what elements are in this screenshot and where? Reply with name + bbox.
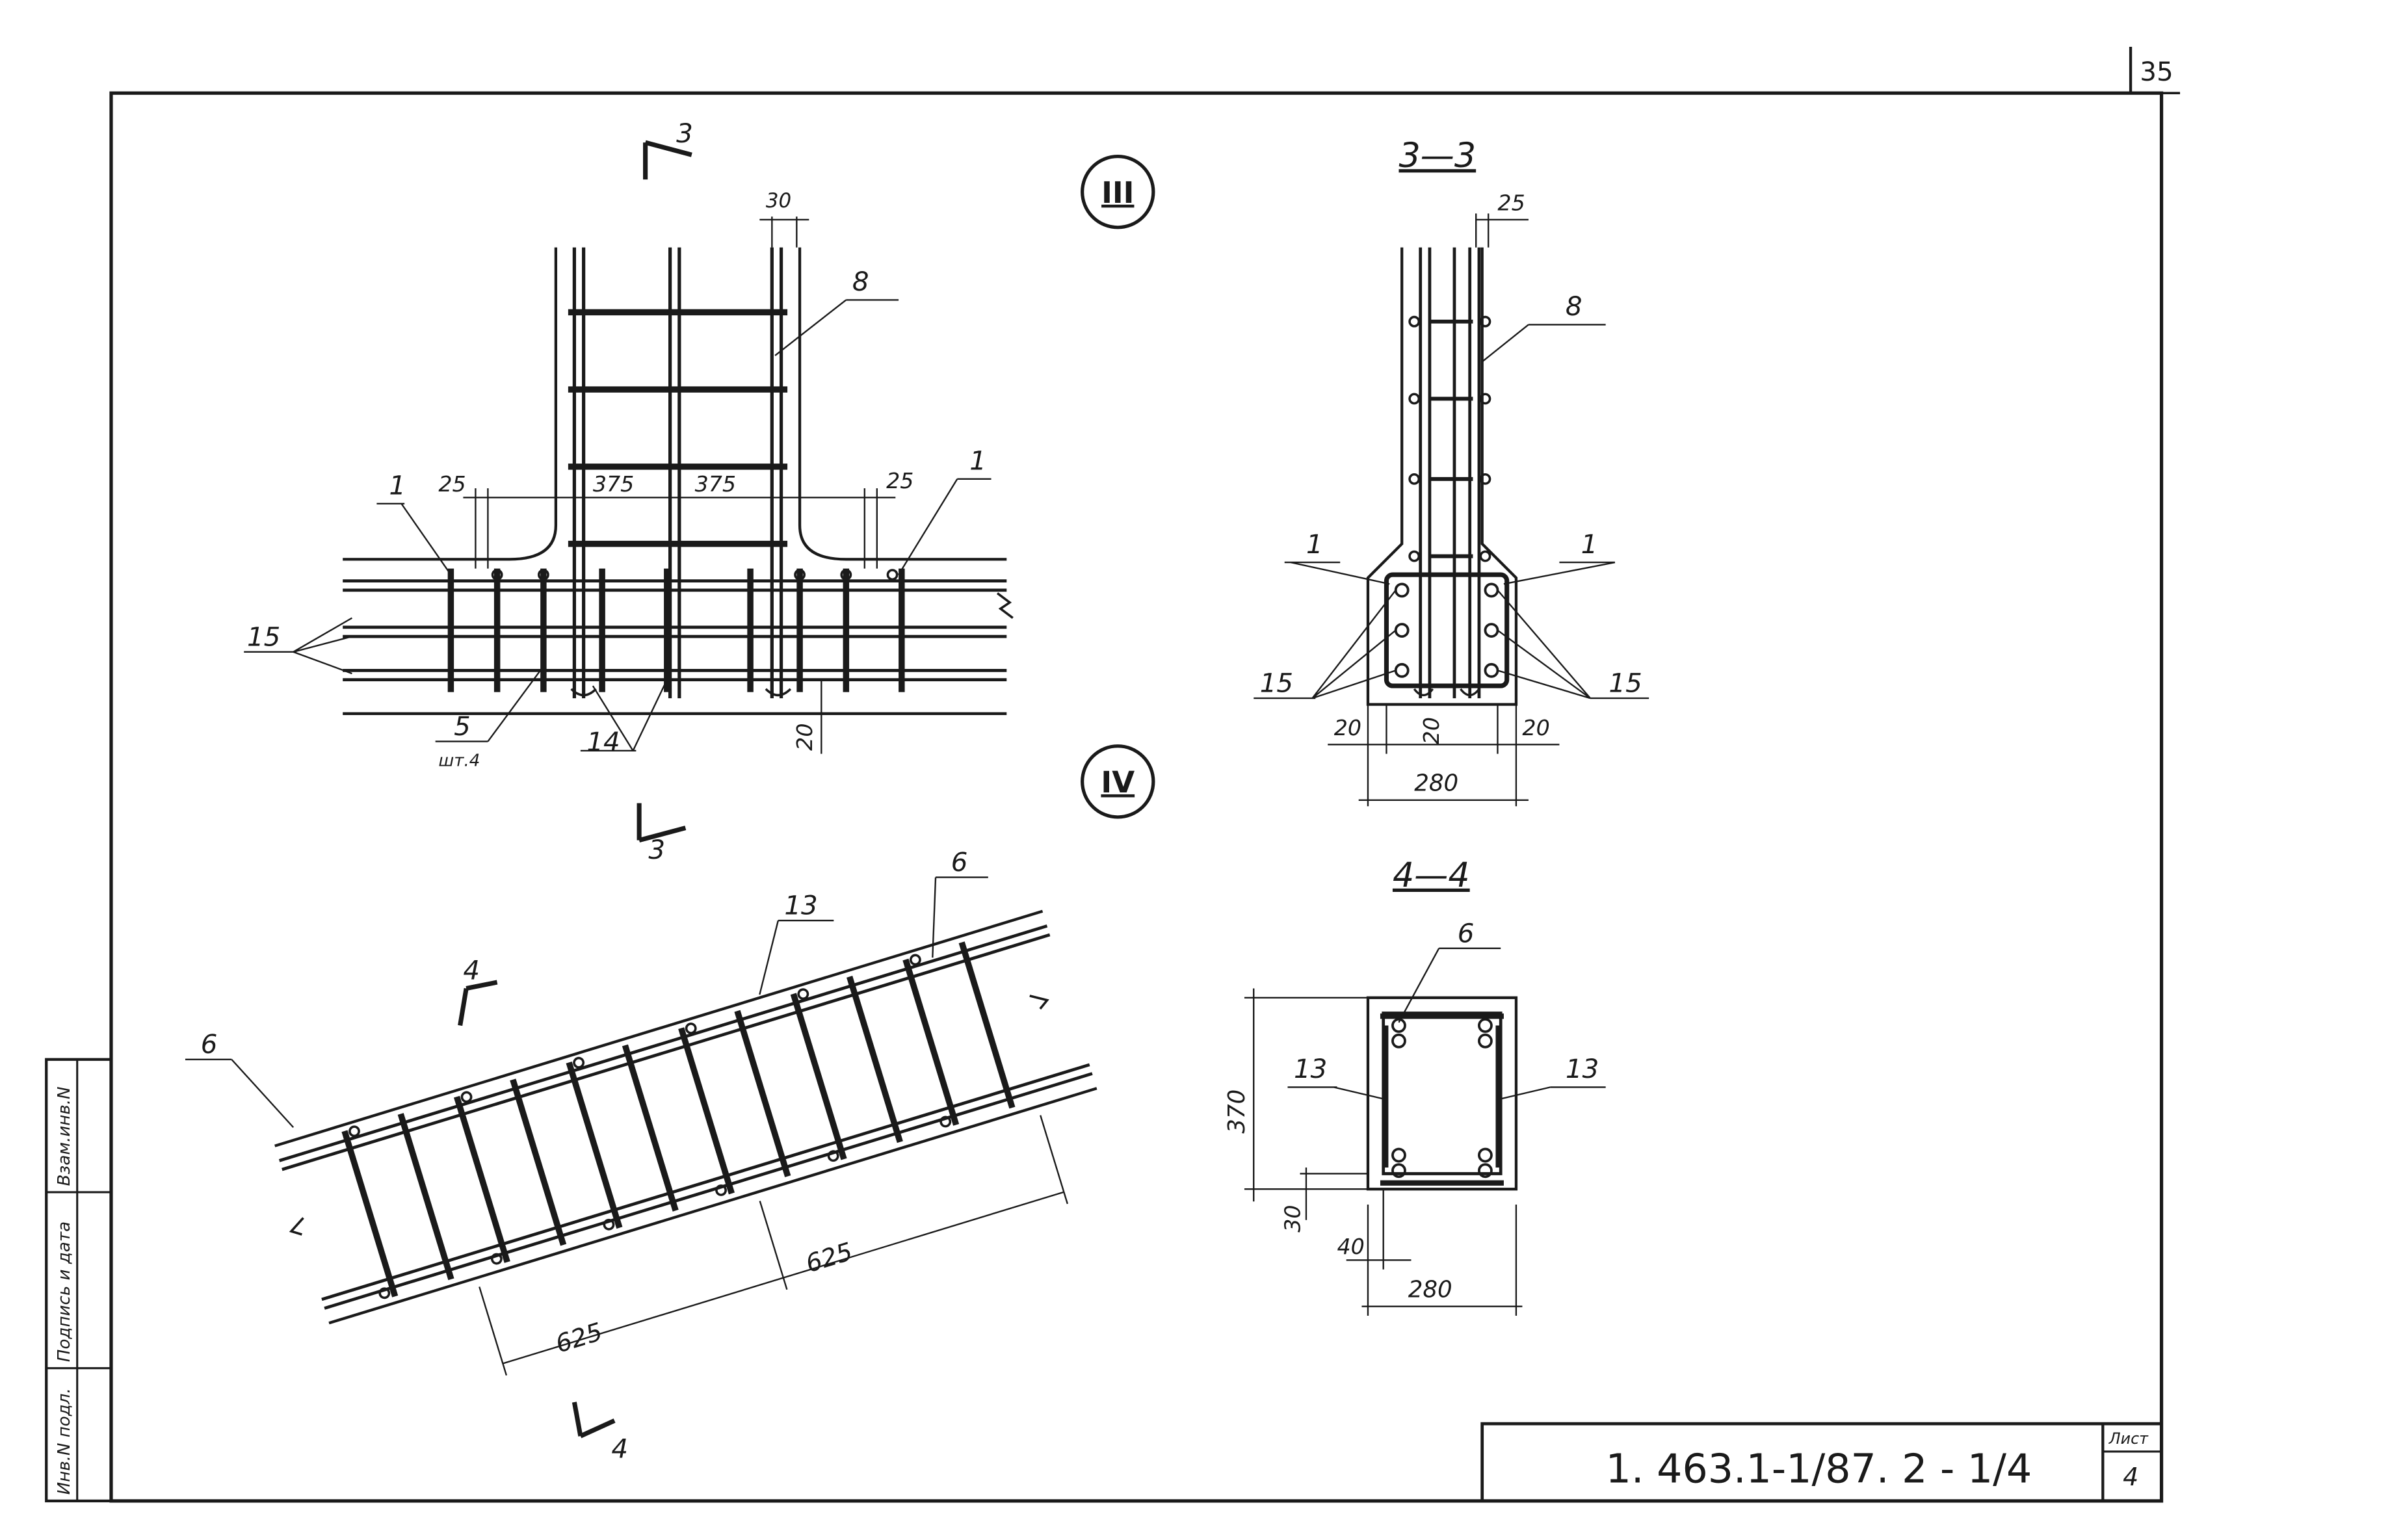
node-iii-drawing (244, 140, 1014, 842)
section-4-4-label-6: 6 (1458, 918, 1475, 948)
node-iv-marker: IV (1081, 744, 1155, 819)
stamp-cell-inventory: Инв.N подл. (55, 1388, 74, 1494)
node-iii-dim-right-cover: 25 (886, 468, 913, 493)
title-block (1480, 1422, 2162, 1501)
stamp-cell-replaced: Взам.инв.N (55, 1086, 74, 1186)
node-iv-label-6-right: 6 (951, 847, 968, 878)
document-code: 1. 463.1-1/87. 2 - 1/4 (1606, 1445, 2032, 1492)
section-3-3-label-1-left: 1 (1306, 529, 1323, 560)
node-iii-label-1-left: 1 (389, 471, 406, 501)
section-3-3-drawing (1254, 213, 1649, 807)
node-iii-label-14: 14 (586, 727, 620, 757)
side-stamp (45, 1058, 113, 1503)
node-iii-marker-label: III (1101, 176, 1134, 210)
node-iii-label-1-right: 1 (969, 446, 986, 476)
section-3-3-label-15-right: 15 (1609, 668, 1642, 699)
section-4-4-title: 4—4 (1393, 856, 1470, 895)
section-3-3-label-8: 8 (1566, 291, 1582, 322)
section-arrow-3-bottom: 3 (648, 835, 665, 865)
node-iv-label-13: 13 (784, 891, 817, 921)
page-number: 35 (2140, 57, 2173, 87)
stamp-cell-signature: Подпись и дата (55, 1221, 74, 1362)
node-iv-dim-step-right: 625 (802, 1237, 856, 1278)
node-iii-label-8: 8 (852, 267, 869, 297)
section-arrow-4-top: 4 (463, 955, 480, 985)
section-4-4-dim-width: 280 (1408, 1276, 1452, 1303)
section-4-4-dim-height: 370 (1224, 1090, 1250, 1134)
node-iv-marker-label: IV (1101, 765, 1135, 800)
section-3-3-dim-mid: 20 (1419, 717, 1444, 744)
node-iii-dim-span-left: 375 (593, 471, 634, 497)
section-4-4-dim-side: 40 (1337, 1234, 1364, 1259)
node-iii-dim-bottom-cover: 20 (792, 724, 817, 751)
node-iii-label-5-note: шт.4 (438, 751, 480, 771)
section-4-4-dim-bottom: 30 (1280, 1205, 1305, 1232)
node-iv-label-6-left: 6 (201, 1029, 218, 1060)
node-iv-drawing (185, 876, 1097, 1439)
section-3-3-label-1-right: 1 (1581, 529, 1598, 560)
section-3-3-dim-top: 25 (1497, 190, 1525, 216)
section-arrow-3-top: 3 (676, 118, 693, 149)
section-arrow-4-bottom: 4 (611, 1433, 628, 1464)
node-iii-label-15: 15 (247, 621, 280, 652)
node-iii-label-5: 5 (454, 711, 471, 742)
section-4-4-label-13-left: 13 (1294, 1054, 1327, 1084)
node-iii-dim-span-right: 375 (695, 471, 736, 497)
section-3-3-dim-left: 20 (1334, 715, 1361, 740)
section-3-3-title: 3—3 (1399, 137, 1476, 176)
section-3-3-label-15-left: 15 (1260, 668, 1293, 699)
node-iii-dim-top-bar: 30 (766, 189, 791, 213)
node-iii-marker: III (1081, 154, 1155, 229)
section-3-3-dim-right: 20 (1522, 715, 1549, 740)
sheet-label: Лист (2108, 1429, 2149, 1448)
node-iii-dim-left-cover: 25 (438, 471, 466, 497)
node-iv-dim-step-left: 625 (552, 1317, 605, 1358)
sheet-frame (109, 46, 2181, 1503)
section-4-4-drawing (1244, 947, 1606, 1316)
section-3-3-dim-width: 280 (1414, 770, 1458, 797)
section-4-4-label-13-right: 13 (1566, 1054, 1599, 1084)
sheet-number: 4 (2123, 1463, 2138, 1491)
